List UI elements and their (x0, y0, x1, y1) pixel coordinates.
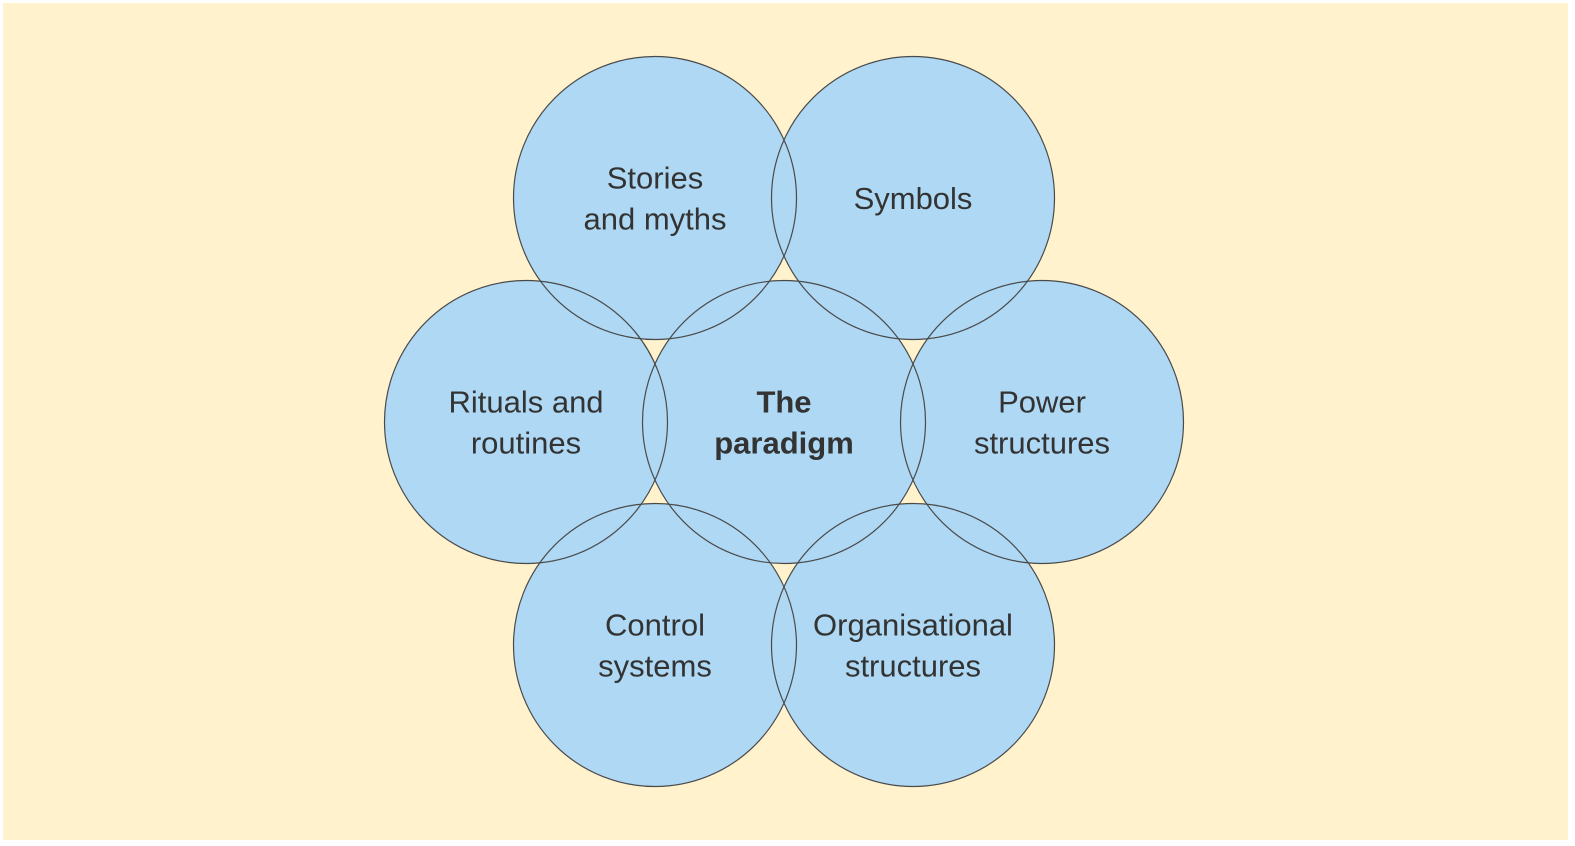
label-power: Power (998, 385, 1086, 420)
label-organisational: Organisational (813, 608, 1013, 643)
circle-organisational (771, 503, 1055, 787)
circle-control (513, 503, 797, 787)
circle-outline-rituals (383, 279, 669, 565)
circle-outline-stories (512, 55, 798, 341)
label-rituals: Rituals and (448, 385, 603, 420)
circle-outline-symbols (770, 55, 1056, 341)
circle-center (642, 280, 926, 564)
circle-symbols (771, 56, 1055, 340)
circle-outline-control (512, 502, 798, 788)
label-stories: and myths (583, 202, 726, 237)
label-organisational: structures (845, 649, 981, 684)
circle-rituals (384, 280, 668, 564)
circle-outline-power (899, 279, 1185, 565)
label-rituals: routines (471, 426, 581, 461)
label-power: structures (974, 426, 1110, 461)
circle-outline-organisational (770, 502, 1056, 788)
circle-outline-center (641, 279, 927, 565)
label-control: systems (598, 649, 712, 684)
label-center: paradigm (714, 426, 854, 461)
circle-power (900, 280, 1184, 564)
label-symbols: Symbols (854, 181, 973, 216)
label-center: The (756, 385, 811, 420)
label-control: Control (605, 608, 705, 643)
label-stories: Stories (607, 161, 703, 196)
circle-stories (513, 56, 797, 340)
